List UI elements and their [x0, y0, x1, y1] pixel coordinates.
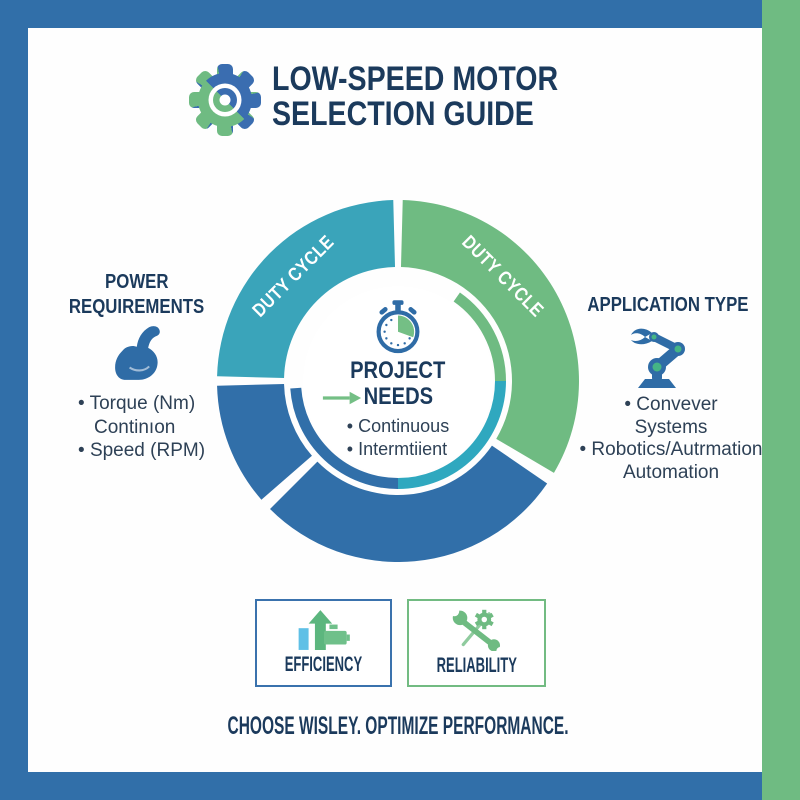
list-item-continuation: Systems	[634, 416, 708, 438]
application-type-list: • Convever Systems • Robotics/Autrmation…	[578, 394, 764, 484]
frame-bottom-bar	[0, 772, 762, 800]
power-requirements-list: • Torque (Nm) Continıon • Speed (RPM)	[78, 392, 205, 463]
list-item-continuation: Automation	[622, 461, 720, 483]
tagline: CHOOSE WISLEY. OPTIMIZE PERFORMANCE.	[227, 712, 569, 740]
project-needs-hub: PROJECT NEEDS • Continuous • Intermtiien…	[303, 286, 493, 476]
stopwatch-icon	[376, 300, 420, 354]
page-title-line2: SELECTION GUIDE	[272, 95, 534, 133]
list-item: • Convever	[624, 394, 718, 415]
inner-arc-blue	[290, 387, 399, 489]
efficiency-badge: EFFICIENCY	[255, 599, 392, 687]
page-title: LOW-SPEED MOTOR SELECTION GUIDE	[272, 62, 613, 132]
frame-left-bar	[0, 0, 28, 800]
list-item: • Intermtiient	[346, 439, 448, 459]
arrow-right-icon	[322, 391, 362, 405]
efficiency-chart-icon	[298, 609, 350, 650]
page-title-line1: LOW-SPEED MOTOR	[272, 60, 559, 98]
segment-blue-main	[270, 445, 548, 562]
hub-list: • Continuous • Intermtiient	[347, 415, 449, 461]
list-item: • Speed (RPM)	[78, 440, 206, 461]
efficiency-label: EFFICIENCY	[284, 652, 363, 676]
muscle-arm-icon	[115, 326, 160, 380]
application-type-heading: APPLICATION TYPE	[587, 294, 749, 316]
list-item-continuation: Continıon	[94, 416, 176, 438]
segment-teal	[217, 200, 396, 379]
inner-arc-teal	[397, 380, 506, 489]
infographic-canvas: LOW-SPEED MOTOR SELECTION GUIDE POWER RE…	[28, 28, 764, 772]
list-item: • Torque (Nm)	[78, 393, 196, 414]
reliability-badge: RELIABILITY	[407, 599, 546, 687]
reliability-label: RELIABILITY	[436, 653, 517, 677]
gear-icon	[189, 64, 261, 136]
robot-arm-icon	[631, 328, 685, 388]
wrench-gear-icon	[449, 608, 504, 651]
segment-blue-small	[217, 383, 312, 500]
list-item: • Continuous	[346, 416, 450, 436]
donut-ring	[217, 200, 579, 562]
segment-green	[400, 200, 579, 473]
hub-title: PROJECT NEEDS	[350, 357, 446, 410]
frame-top-bar	[0, 0, 762, 28]
frame-right-bar	[762, 0, 800, 800]
inner-arc-green	[453, 292, 506, 382]
list-item: • Robotics/Autrmation	[579, 439, 763, 460]
power-requirements-heading: POWER REQUIREMENTS	[69, 271, 205, 318]
duty-cycle-donut-chart: DUTY CYCLE DUTY CYCLE	[217, 200, 579, 562]
